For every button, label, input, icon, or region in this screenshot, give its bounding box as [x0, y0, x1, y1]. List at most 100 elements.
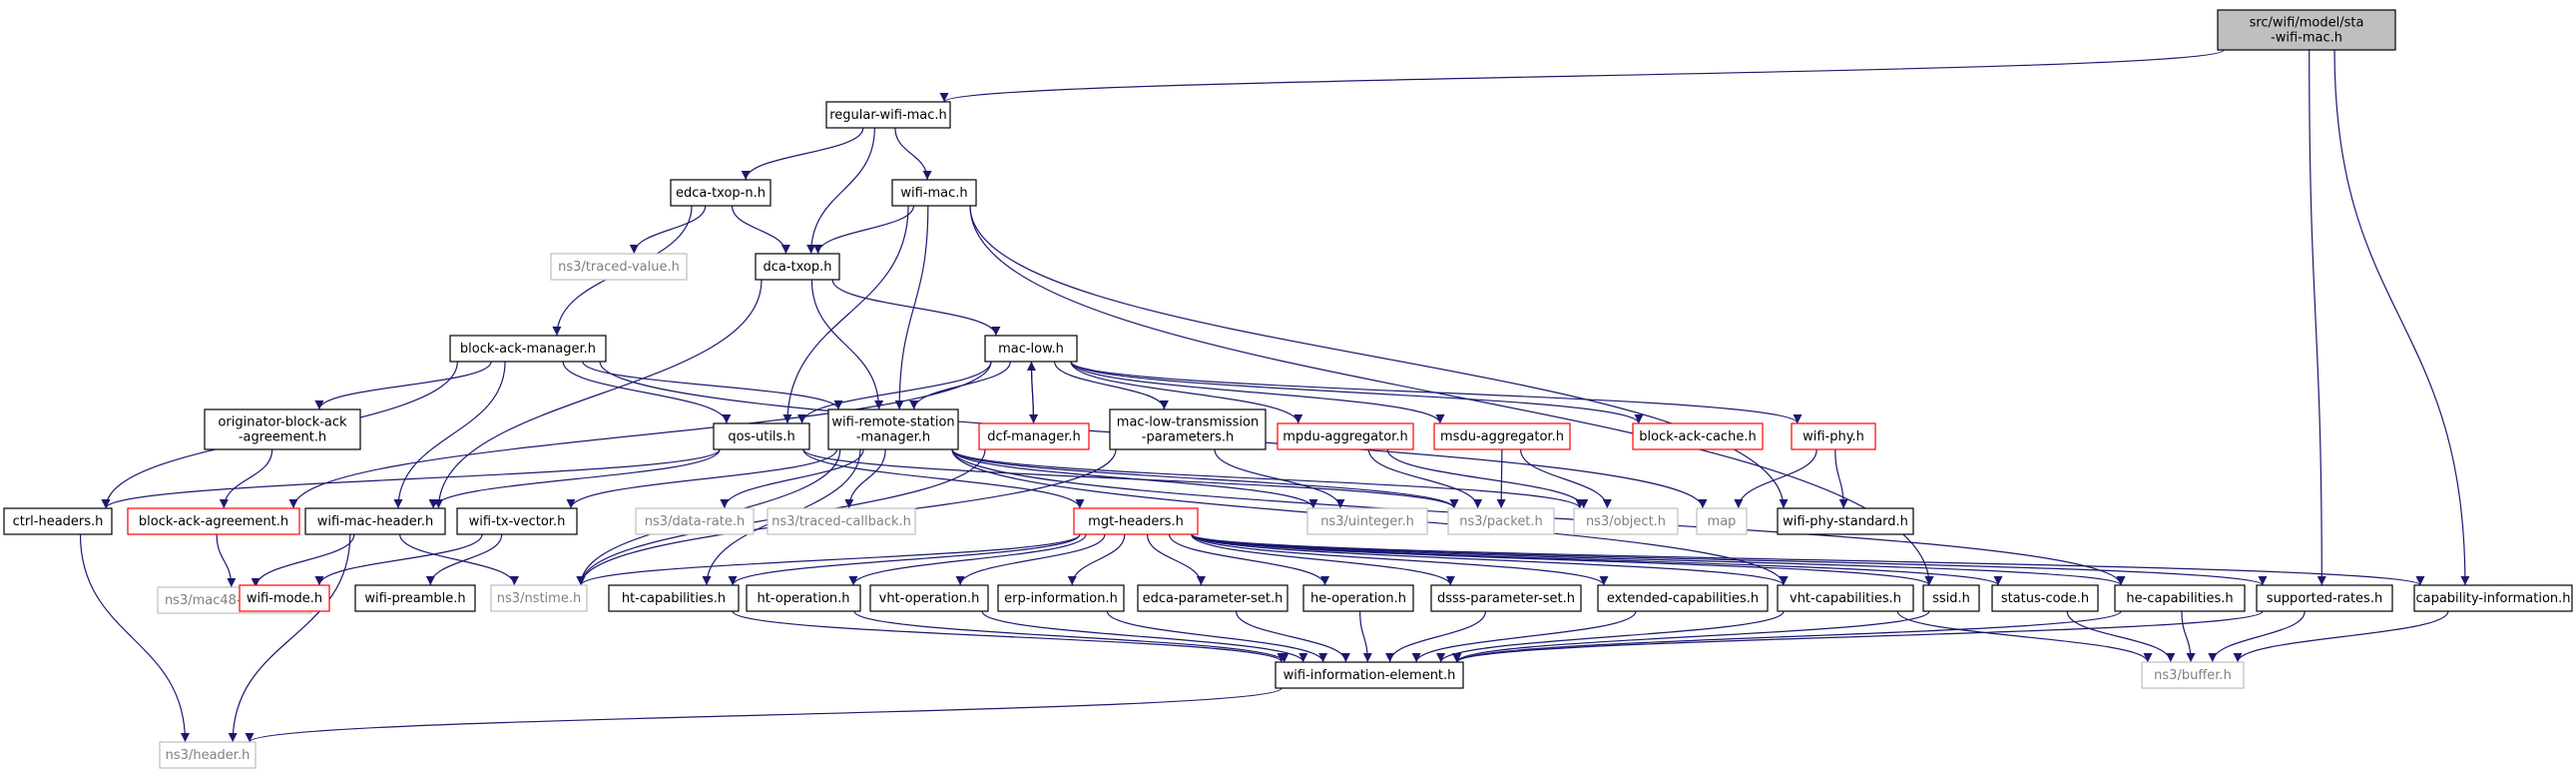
dependency-edge [831, 279, 1001, 337]
dependency-edge [425, 533, 503, 586]
dependency-edge [844, 448, 886, 509]
node-label: -parameters.h [1142, 430, 1234, 445]
node-label: supported-rates.h [2267, 591, 2382, 606]
node-ctrl-headers[interactable]: ctrl-headers.h [3, 507, 113, 535]
dependency-edge [1026, 361, 1036, 424]
node-uinteger: ns3/uinteger.h [1306, 507, 1428, 535]
dependency-edge [101, 448, 721, 509]
dependency-edge [1146, 533, 1206, 586]
node-status-code[interactable]: status-code.h [1991, 584, 2099, 612]
dependency-edge [1070, 361, 1445, 424]
node-dcf-manager[interactable]: dcf-manager.h [978, 422, 1090, 450]
node-label: msdu-aggregator.h [1440, 429, 1564, 444]
dependency-edge [1367, 448, 1483, 509]
dependency-edge [951, 448, 1585, 509]
node-mpdu-aggregator[interactable]: mpdu-aggregator.h [1277, 422, 1414, 450]
node-vht-operation[interactable]: vht-operation.h [869, 584, 989, 612]
node-box [891, 179, 977, 207]
node-box [1430, 584, 1582, 612]
node-he-capabilities[interactable]: he-capabilities.h [2114, 584, 2246, 612]
dependency-edge [810, 279, 884, 410]
node-box [2141, 661, 2245, 689]
dependency-edge [951, 448, 1318, 509]
node-mac-low-transmission-parameters[interactable]: mac-low-transmission-parameters.h [1109, 408, 1267, 450]
node-wifi-mac-header[interactable]: wifi-mac-header.h [304, 507, 446, 535]
node-dca-txop[interactable]: dca-txop.h [755, 253, 840, 281]
dependency-edge [629, 205, 707, 255]
node-box [670, 179, 772, 207]
dependency-edge [1386, 448, 1589, 509]
node-edca-txop-n[interactable]: edca-txop-n.h [670, 179, 772, 207]
node-sta-wifi-mac[interactable]: src/wifi/model/sta-wifi-mac.h [2217, 9, 2396, 51]
node-box [1696, 507, 1748, 535]
edge-layer [79, 49, 2470, 743]
node-label: wifi-information-element.h [1284, 668, 1456, 683]
node-label: mpdu-aggregator.h [1283, 429, 1407, 444]
node-wifi-mac[interactable]: wifi-mac.h [891, 179, 977, 207]
dependency-edge [728, 533, 1081, 586]
dependency-edge [566, 448, 838, 509]
dependency-edge [314, 533, 483, 586]
node-vht-capabilities[interactable]: vht-capabilities.h [1777, 584, 1914, 612]
node-label: src/wifi/model/sta [2250, 16, 2364, 31]
dependency-edge [2181, 610, 2196, 663]
node-regular-wifi-mac[interactable]: regular-wifi-mac.h [825, 101, 951, 129]
node-block-ack-cache[interactable]: block-ack-cache.h [1632, 422, 1764, 450]
node-dsss-parameter-set[interactable]: dsss-parameter-set.h [1430, 584, 1582, 612]
node-wifi-mode[interactable]: wifi-mode.h [239, 584, 330, 612]
dependency-edge [1385, 610, 1487, 663]
node-originator-block-ack-agreement[interactable]: originator-block-ack-agreement.h [204, 408, 361, 450]
dependency-edge [216, 533, 237, 588]
node-box [869, 584, 989, 612]
node-box [827, 408, 959, 450]
node-label: wifi-tx-vector.h [469, 514, 566, 529]
node-qos-utils[interactable]: qos-utils.h [713, 422, 810, 450]
dependency-edge [1191, 533, 2126, 586]
node-wifi-phy-standard[interactable]: wifi-phy-standard.h [1777, 507, 1914, 535]
node-label: ns3/buffer.h [2154, 668, 2232, 683]
node-msdu-aggregator[interactable]: msdu-aggregator.h [1433, 422, 1571, 450]
node-box [746, 584, 861, 612]
node-box [1109, 408, 1267, 450]
node-label: mgt-headers.h [1088, 514, 1184, 529]
node-box [755, 253, 840, 281]
dependency-edge [433, 279, 763, 509]
dependency-edge [981, 610, 1308, 663]
node-nstime: ns3/nstime.h [490, 584, 588, 612]
dependency-edge [228, 533, 351, 743]
dependency-edge [79, 533, 190, 743]
node-label: he-operation.h [1310, 591, 1406, 606]
node-wifi-information-element[interactable]: wifi-information-element.h [1275, 661, 1464, 689]
node-supported-rates[interactable]: supported-rates.h [2256, 584, 2393, 612]
dependency-edge [562, 361, 732, 424]
node-ht-operation[interactable]: ht-operation.h [746, 584, 861, 612]
node-label: status-code.h [2001, 591, 2089, 606]
dependency-edge [1436, 610, 1785, 663]
dependency-edge [428, 448, 721, 509]
node-mac-low[interactable]: mac-low.h [984, 335, 1078, 363]
node-label: dca-txop.h [763, 260, 831, 275]
node-label: wifi-mode.h [247, 591, 322, 606]
node-block-ack-agreement[interactable]: block-ack-agreement.h [127, 507, 300, 535]
node-edca-parameter-set[interactable]: edca-parameter-set.h [1137, 584, 1288, 612]
node-label: vht-capabilities.h [1790, 591, 1901, 606]
node-wifi-remote-station-manager[interactable]: wifi-remote-station-manager.h [827, 408, 959, 450]
node-he-operation[interactable]: he-operation.h [1302, 584, 1414, 612]
node-ssid[interactable]: ssid.h [1922, 584, 1980, 612]
dependency-edge [2333, 49, 2470, 586]
node-block-ack-manager[interactable]: block-ack-manager.h [449, 335, 607, 363]
node-mgt-headers[interactable]: mgt-headers.h [1073, 507, 1199, 535]
node-wifi-phy[interactable]: wifi-phy.h [1791, 422, 1876, 450]
node-capability-information[interactable]: capability-information.h [2413, 584, 2573, 612]
node-map: map [1696, 507, 1748, 535]
node-erp-information[interactable]: erp-information.h [997, 584, 1125, 612]
node-label: dcf-manager.h [987, 429, 1081, 444]
dependency-edge [939, 49, 2225, 103]
node-ht-capabilities[interactable]: ht-capabilities.h [608, 584, 740, 612]
node-data-rate: ns3/data-rate.h [635, 507, 755, 535]
node-box [1277, 422, 1414, 450]
node-wifi-tx-vector[interactable]: wifi-tx-vector.h [456, 507, 578, 535]
node-wifi-preamble[interactable]: wifi-preamble.h [354, 584, 476, 612]
node-box [204, 408, 361, 450]
node-extended-capabilities[interactable]: extended-capabilities.h [1597, 584, 1769, 612]
